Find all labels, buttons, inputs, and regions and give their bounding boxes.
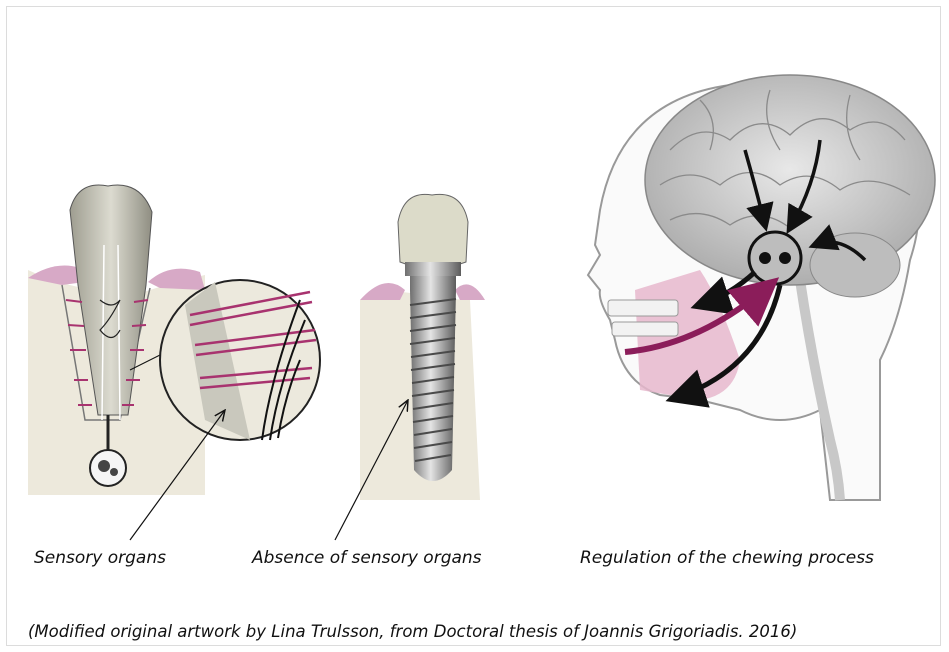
magnifier-circle (160, 280, 320, 440)
head-brain-illustration (588, 75, 935, 500)
credit-line: (Modified original artwork by Lina Truls… (28, 622, 797, 641)
dental-implant-illustration (360, 194, 485, 500)
caption-chewing-regulation: Regulation of the chewing process (580, 548, 874, 568)
caption-sensory-organs: Sensory organs (34, 548, 166, 568)
caption-absence-of-sensory-organs: Absence of sensory organs (252, 548, 482, 568)
